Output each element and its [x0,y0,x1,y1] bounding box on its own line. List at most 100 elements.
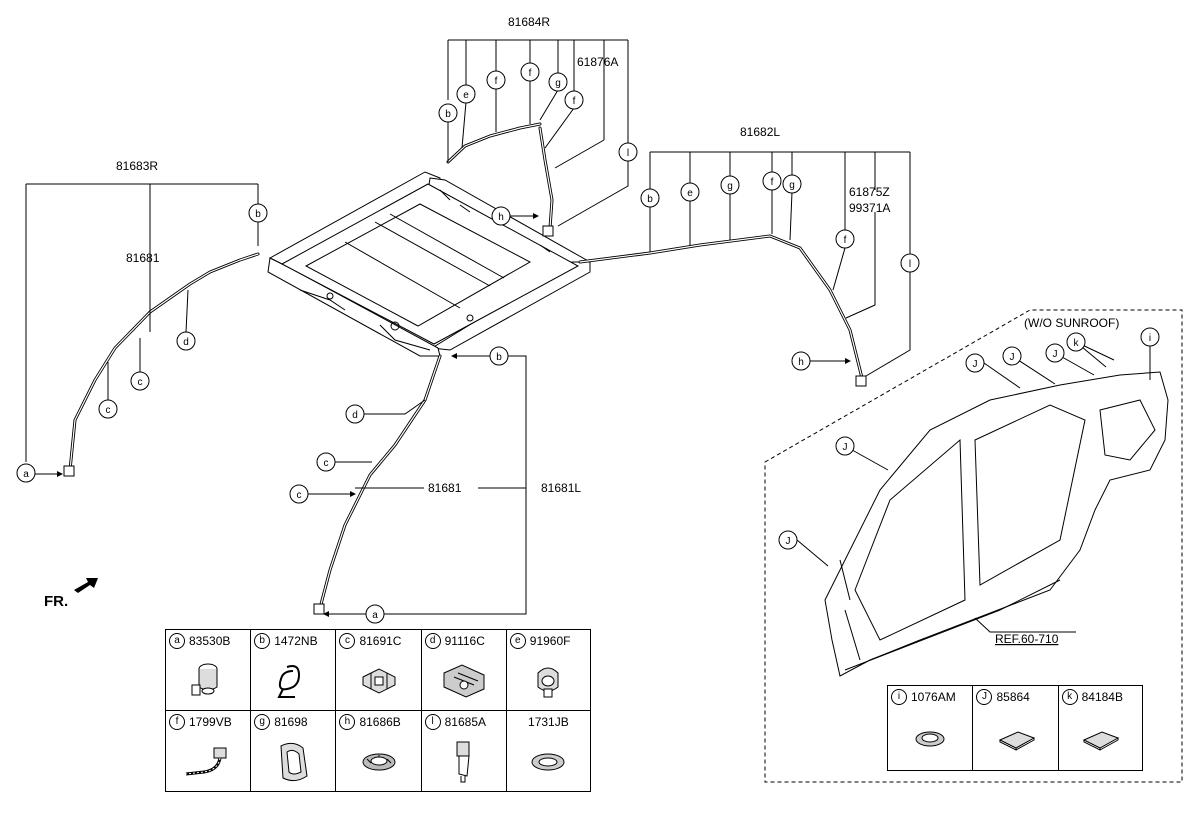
legend-part-number: 81691C [359,634,402,648]
bubble-j: J [965,353,985,373]
pad-square-icon [998,731,1035,751]
svg-text:b: b [445,109,451,120]
legend-key: c [339,633,356,649]
front-direction-label: FR. [44,593,68,610]
svg-text:k: k [1074,338,1080,349]
bubble-j: J [1002,346,1022,366]
legend-key: k [1061,689,1078,705]
svg-text:J: J [843,442,848,453]
bubble-f: f [564,90,584,110]
svg-text:f: f [844,235,847,246]
svg-text:c: c [106,405,111,416]
leader-lines [25,39,1151,633]
bubble-j: J [778,530,798,550]
legend-key: g [254,714,271,730]
bubble-d: d [345,404,365,424]
svg-text:f: f [529,68,532,79]
bubble-h: h [791,351,811,371]
legend-cell: f 1799VB [164,710,252,792]
legend-key: e [509,633,526,649]
svg-text:c: c [324,458,329,469]
hose-nozzle-icon [456,741,470,783]
svg-text:e: e [687,188,693,199]
bubble-c: c [130,371,150,391]
svg-text:d: d [183,337,189,348]
hose-clamp-icon [362,668,396,694]
band-clip-icon [537,667,559,698]
svg-text:h: h [798,357,804,368]
drain-grommet-icon [280,742,308,782]
bubble-g: g [782,174,802,194]
callout-labels: 81684R 61876A 81683R 81681 81682L 61875Z… [44,15,1119,646]
svg-text:i: i [1149,333,1151,344]
bubble-g: g [720,175,740,195]
svg-text:e: e [463,90,469,101]
callout-81683R: 81683R [116,159,158,173]
callout-81684R: 81684R [508,15,550,29]
bubble-b: b [640,188,660,208]
legend-part-number: 91116C [444,634,485,648]
bubble-j: J [835,436,855,456]
bubble-h: h [491,206,511,226]
washer-ring-icon [531,753,565,771]
ref-label: REF.60-710 [995,632,1059,646]
callout-99371A: 99371A [849,201,890,215]
svg-text:f: f [771,177,774,188]
cable-tie-icon [185,747,227,776]
legend-part-number: 81685A [444,715,486,729]
legend-part-number: 84184B [1081,690,1123,704]
svg-text:b: b [255,209,261,220]
svg-text:l: l [909,259,911,270]
callout-bubbles: b e f f g f l h b d c c a b e g f g f l … [16,62,1160,624]
svg-text:a: a [23,469,29,480]
wo-sunroof-label: (W/O SUNROOF) [1024,316,1119,330]
plug-ring-icon [915,731,945,747]
bubble-b: b [438,103,458,123]
bubble-b: b [248,203,268,223]
svg-text:l: l [627,148,629,159]
front-left-drain-hose [313,354,442,615]
bubble-b: b [489,346,509,366]
drain-valve-icon [362,753,396,771]
bubble-g: g [548,72,568,92]
rear-left-drain-hose [578,234,867,387]
svg-text:d: d [352,410,358,421]
legend-part-number: 91960F [529,634,571,648]
svg-text:g: g [789,180,795,191]
grommet-plug-icon [191,663,218,696]
callout-81681L: 81681L [541,481,581,495]
rear-right-drain-hose [446,122,554,237]
legend-part-number: 1472NB [274,634,318,648]
callout-61876A: 61876A [577,55,618,69]
legend-part-number: 1799VB [189,715,232,729]
bubble-e: e [680,182,700,202]
legend-cell: 1731JB [505,710,592,792]
svg-text:J: J [1053,349,1058,360]
bubble-a: a [365,604,385,624]
bubble-c: c [316,452,336,472]
bubble-c: c [289,484,309,504]
pad-square-icon [1083,731,1120,751]
legend-key: b [254,633,271,649]
bubble-d: d [176,331,196,351]
legend-key: f [169,714,185,730]
legend-key: J [976,689,993,705]
hose-clip-icon [277,665,301,698]
svg-text:g: g [555,78,561,89]
bubble-e: e [456,84,476,104]
bubble-l: l [900,253,920,273]
legend-key: a [169,633,185,649]
svg-text:J: J [786,536,791,547]
